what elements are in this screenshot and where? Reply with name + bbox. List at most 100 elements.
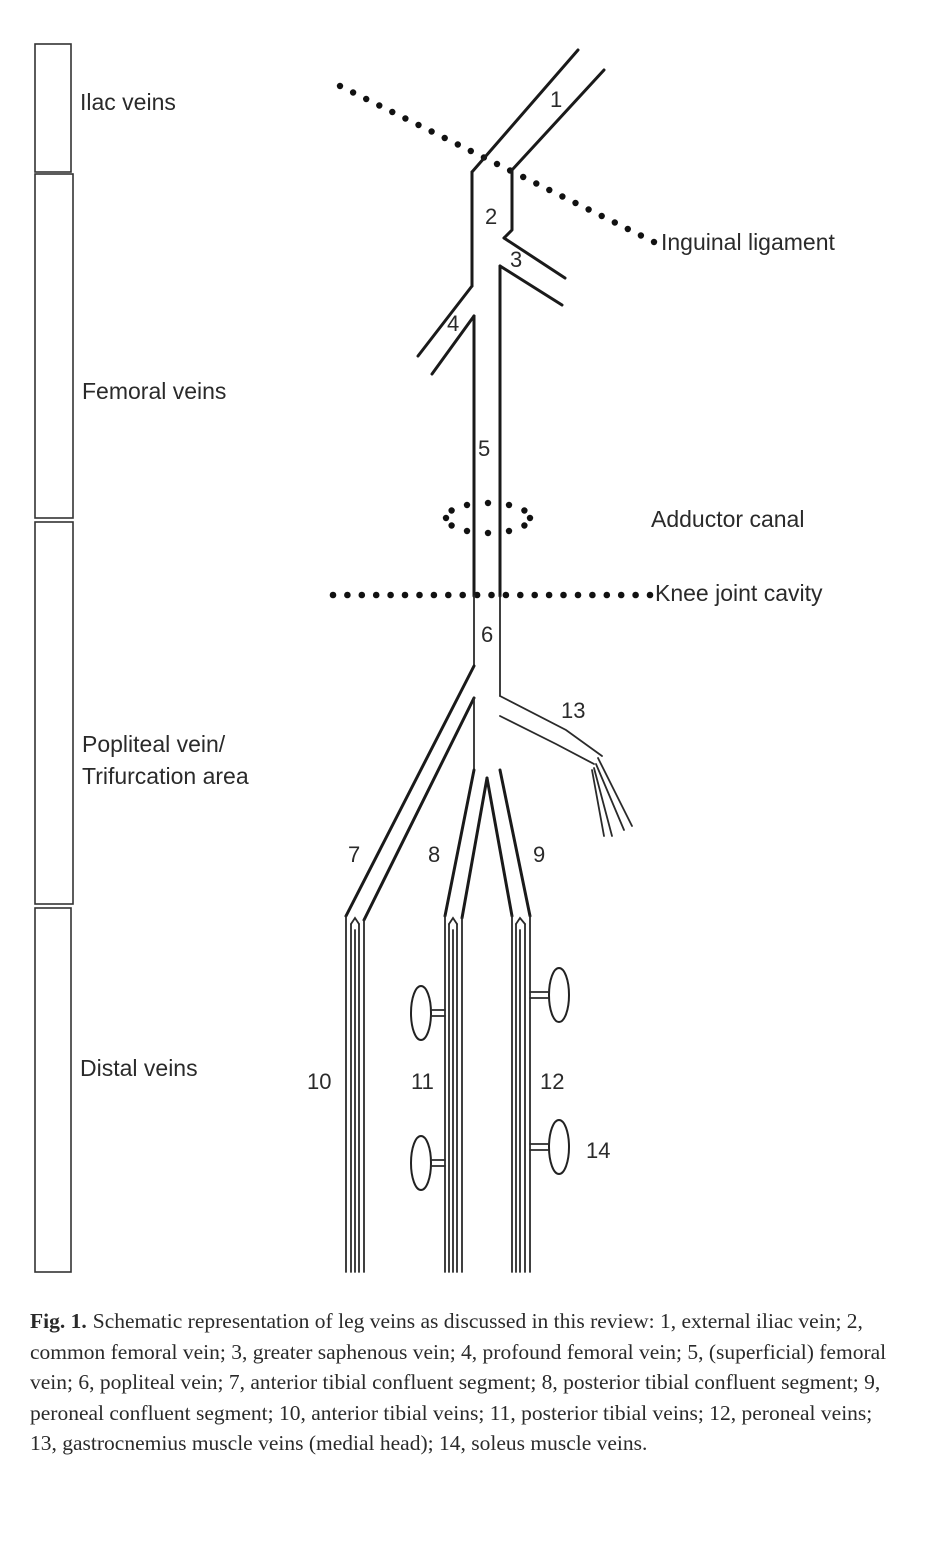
vein-anterior-tibial-confluent [344, 664, 476, 922]
landmark-label-inguinal: Inguinal ligament [661, 229, 836, 255]
inguinal-dot [533, 180, 540, 187]
landmark-label-adductor: Adductor canal [651, 506, 804, 532]
vein-number-1: 1 [550, 87, 562, 112]
adductor-canal-ring [442, 499, 534, 537]
inguinal-dot [376, 102, 383, 109]
inguinal-dot [415, 121, 422, 129]
inguinal-dot [441, 134, 448, 142]
vein-number-4: 4 [447, 311, 459, 336]
vein-superficial-femoral [472, 264, 502, 598]
vein-number-10: 10 [307, 1069, 331, 1094]
region-box-iliac [34, 43, 72, 173]
vein-posterior-tibial-confluent [443, 768, 489, 920]
region-label-iliac: Ilac veins [80, 89, 176, 115]
adductor-dot [521, 522, 528, 529]
knee-dot [344, 591, 351, 599]
inguinal-dot [546, 186, 553, 194]
inguinal-dot [585, 206, 592, 213]
adductor-dot [484, 529, 492, 537]
region-label-femoral: Femoral veins [82, 378, 226, 404]
inguinal-dot [467, 147, 474, 155]
vein-number-14: 14 [586, 1138, 610, 1163]
vein-external-iliac [470, 48, 606, 174]
adductor-dot [521, 507, 528, 514]
knee-dot [517, 591, 524, 599]
region-label-popliteal-1: Popliteal vein/ [82, 731, 226, 757]
knee-dot [632, 591, 639, 599]
inguinal-dot [637, 232, 645, 239]
knee-dot [617, 591, 625, 599]
vein-number-13: 13 [561, 698, 585, 723]
soleus-vein-lower-right [529, 1119, 570, 1175]
knee-joint-line [329, 591, 654, 599]
vein-gastrocnemius [499, 695, 633, 837]
adductor-dot [505, 501, 513, 509]
vein-number-12: 12 [540, 1069, 564, 1094]
soleus-vein-upper-right [529, 967, 570, 1023]
vein-number-3: 3 [510, 247, 522, 272]
knee-dot [574, 591, 582, 599]
knee-dot [531, 591, 538, 599]
inguinal-dot [336, 82, 344, 90]
knee-dot [372, 591, 380, 599]
soleus-vein-upper-left [410, 985, 446, 1041]
knee-dot [646, 591, 654, 599]
vein-number-9: 9 [533, 842, 545, 867]
knee-dot [416, 591, 423, 599]
adductor-dot [448, 522, 455, 529]
region-label-distal: Distal veins [80, 1055, 198, 1081]
adductor-dot [505, 527, 513, 535]
vein-greater-saphenous [498, 236, 567, 307]
adductor-dot [526, 514, 534, 522]
inguinal-dot [454, 141, 461, 148]
adductor-dot [463, 527, 471, 535]
vein-popliteal [473, 595, 501, 697]
region-box-popliteal [34, 521, 74, 905]
region-box-femoral [34, 173, 74, 519]
figure-caption-text: Schematic representation of leg veins as… [30, 1309, 887, 1455]
inguinal-ligament-line [336, 82, 658, 246]
knee-dot [560, 591, 567, 599]
landmark-label-knee: Knee joint cavity [655, 580, 823, 606]
vein-number-5: 5 [478, 436, 490, 461]
vein-peroneal-confluent [485, 768, 532, 918]
knee-dot [329, 591, 337, 599]
knee-dot [445, 591, 452, 599]
knee-dot [589, 591, 596, 599]
inguinal-dot [520, 173, 527, 181]
adductor-dot [463, 501, 471, 509]
vein-number-6: 6 [481, 622, 493, 647]
vein-number-7: 7 [348, 842, 360, 867]
knee-dot [430, 591, 438, 599]
region-box-distal [34, 907, 72, 1273]
adductor-dot [448, 507, 455, 514]
vein-common-femoral [470, 168, 514, 288]
knee-dot [401, 591, 409, 599]
inguinal-dot [349, 89, 357, 96]
knee-dot [387, 591, 394, 599]
knee-dot [502, 591, 510, 599]
inguinal-dot [363, 95, 370, 103]
vein-profound-femoral [416, 284, 476, 376]
vein-anterior-tibial [345, 915, 365, 1273]
inguinal-dot [650, 238, 658, 246]
inguinal-dot [572, 199, 579, 207]
inguinal-dot [598, 212, 605, 220]
inguinal-dot [611, 219, 618, 226]
inguinal-dot [559, 193, 566, 200]
vein-number-11: 11 [411, 1069, 434, 1094]
vein-peroneal [511, 915, 531, 1273]
vein-number-8: 8 [428, 842, 440, 867]
vein-number-2: 2 [485, 204, 497, 229]
knee-dot [358, 591, 366, 599]
knee-dot [459, 591, 467, 599]
figure-caption-label: Fig. 1. [30, 1309, 87, 1333]
adductor-dot [442, 514, 450, 522]
figure-caption: Fig. 1.Schematic representation of leg v… [30, 1306, 900, 1459]
inguinal-dot [402, 115, 409, 122]
vein-posterior-tibial [444, 915, 463, 1273]
inguinal-dot [624, 225, 631, 233]
knee-dot [545, 591, 553, 599]
inguinal-dot [493, 160, 501, 168]
